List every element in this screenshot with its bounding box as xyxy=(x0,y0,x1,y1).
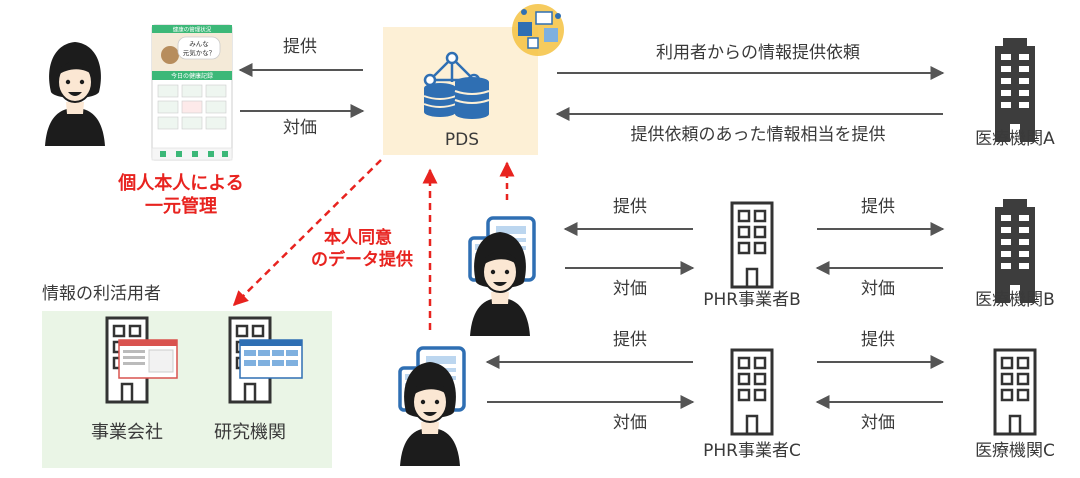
users-panel xyxy=(42,311,332,468)
individual-provide-label: 提供 xyxy=(283,37,317,57)
data-cluster-icon xyxy=(512,4,564,56)
hospital-c-building-icon xyxy=(993,348,1037,436)
phr-b-right-provide: 提供 xyxy=(861,197,895,217)
phr-c-left-price: 対価 xyxy=(613,413,647,433)
research-label: 研究機関 xyxy=(214,422,286,443)
research-building-icon xyxy=(228,316,303,404)
hospital-b-label: 医療機関B xyxy=(975,290,1055,310)
phr-c-left-provide: 提供 xyxy=(613,330,647,350)
phr-c-right-price: 対価 xyxy=(861,413,895,433)
hospital-c-label: 医療機関C xyxy=(975,441,1055,461)
phr-b-left-provide: 提供 xyxy=(613,197,647,217)
individual-caption-line1: 個人本人による xyxy=(117,172,243,194)
consent-line1: 本人同意 xyxy=(324,227,392,248)
phone-bar-text: 今日の健康記録 xyxy=(171,72,213,80)
individual-price-label: 対価 xyxy=(283,118,317,138)
phr-b-right-price: 対価 xyxy=(861,279,895,299)
individual-caption-line2: 一元管理 xyxy=(145,195,217,217)
database-network-icon xyxy=(423,51,490,119)
phr-b-label: PHR事業者B xyxy=(703,290,801,310)
phr-c-building-icon xyxy=(730,348,774,436)
pds-label: PDS xyxy=(445,130,479,150)
hospital-a-response-label: 提供依頼のあった情報相当を提供 xyxy=(631,125,886,145)
phr-b-left-price: 対価 xyxy=(613,279,647,299)
phone-bubble-line2: 元気かな？ xyxy=(183,48,216,57)
phr-c-label: PHR事業者C xyxy=(703,441,801,461)
consent-line2: のデータ提供 xyxy=(311,249,413,270)
phr-b-building-icon xyxy=(730,201,774,289)
phr-c-right-provide: 提供 xyxy=(861,330,895,350)
phone-app-screenshot: 健康の管理状況 みんな 元気かな？ 今日の健康記録 xyxy=(151,24,233,161)
hospital-a-building-icon xyxy=(995,38,1035,142)
individual-person-icon xyxy=(44,41,106,147)
company-label: 事業会社 xyxy=(91,422,163,443)
users-panel-title: 情報の利活用者 xyxy=(42,284,161,304)
hospital-a-label: 医療機関A xyxy=(975,129,1055,149)
phone-bubble-line1: みんな xyxy=(189,40,209,48)
arrow-consent-to-users xyxy=(232,159,382,307)
company-building-icon xyxy=(105,316,178,404)
hospital-b-building-icon xyxy=(995,199,1035,303)
phone-header-text: 健康の管理状況 xyxy=(173,26,212,34)
hospital-a-request-label: 利用者からの情報提供依頼 xyxy=(656,43,860,63)
person-c-icon xyxy=(399,361,461,467)
person-b-icon xyxy=(469,231,531,337)
